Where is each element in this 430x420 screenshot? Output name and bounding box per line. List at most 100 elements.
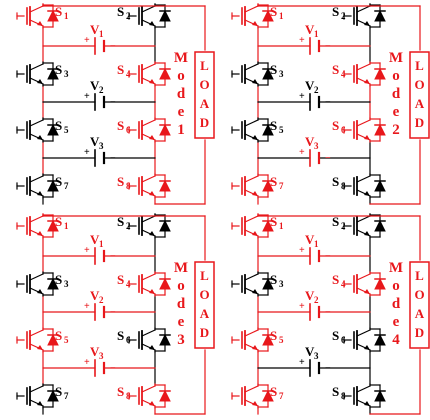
igbt-switch-s1 bbox=[231, 3, 274, 29]
switch-label-s3-letter: S bbox=[55, 272, 62, 287]
collector-leg bbox=[29, 385, 44, 393]
switch-label-s6-subscript: 6 bbox=[341, 335, 346, 345]
source-label-v3-subscript: 3 bbox=[99, 351, 104, 361]
switch-label-s5-subscript: 5 bbox=[64, 335, 69, 345]
mode-letter-0: M bbox=[389, 260, 403, 276]
switch-label-s4-subscript: 4 bbox=[341, 279, 346, 289]
diode-triangle bbox=[374, 277, 386, 290]
battery-plus-sign: + bbox=[84, 35, 90, 46]
load-letter-2: A bbox=[415, 306, 425, 321]
load-letter-0: L bbox=[415, 58, 424, 73]
load-letter-1: O bbox=[414, 77, 424, 92]
switch-label-s4-letter: S bbox=[332, 272, 339, 287]
switch-label-s4-subscript: 4 bbox=[341, 69, 346, 79]
diode-triangle bbox=[262, 179, 274, 192]
collector-leg bbox=[141, 215, 156, 223]
igbt-switch-s3 bbox=[231, 61, 274, 87]
emitter-arrow bbox=[149, 345, 155, 350]
switch-label-s8-letter: S bbox=[332, 384, 339, 399]
diode-triangle bbox=[159, 179, 171, 192]
load-letter-2: A bbox=[200, 306, 210, 321]
emitter-arrow bbox=[37, 191, 43, 196]
diode-triangle bbox=[47, 123, 59, 136]
collector-leg bbox=[356, 329, 371, 337]
igbt-switch-s7 bbox=[231, 383, 274, 409]
source-label-v2-letter: V bbox=[90, 78, 100, 93]
source-label-v3-subscript: 3 bbox=[99, 141, 104, 151]
collector-leg bbox=[29, 5, 44, 13]
diode-triangle bbox=[47, 219, 59, 232]
load-letter-3: D bbox=[415, 115, 424, 130]
switch-label-s6-letter: S bbox=[332, 118, 339, 133]
collector-leg bbox=[356, 385, 371, 393]
emitter-arrow bbox=[37, 21, 43, 26]
diode-triangle bbox=[374, 179, 386, 192]
switch-label-s4-subscript: 4 bbox=[126, 279, 131, 289]
emitter-arrow bbox=[37, 289, 43, 294]
emitter-arrow bbox=[252, 135, 258, 140]
collector-leg bbox=[356, 273, 371, 281]
collector-leg bbox=[356, 119, 371, 127]
collector-leg bbox=[244, 273, 259, 281]
battery-plus-sign: + bbox=[299, 147, 305, 158]
emitter-arrow bbox=[149, 79, 155, 84]
diode-triangle bbox=[374, 67, 386, 80]
mode-letter-2: d bbox=[177, 296, 186, 312]
diode-triangle bbox=[262, 67, 274, 80]
collector-leg bbox=[356, 5, 371, 13]
mode-letter-0: M bbox=[389, 50, 403, 66]
battery-plus-sign: + bbox=[299, 357, 305, 368]
source-label-v1-letter: V bbox=[90, 22, 100, 37]
mode-letter-2: d bbox=[392, 86, 401, 102]
switch-label-s5-letter: S bbox=[55, 118, 62, 133]
switch-label-s1-letter: S bbox=[55, 4, 62, 19]
switch-label-s7-letter: S bbox=[270, 174, 277, 189]
emitter-arrow bbox=[37, 401, 43, 406]
igbt-switch-s7 bbox=[231, 173, 274, 199]
igbt-switch-s6 bbox=[128, 327, 171, 353]
battery-minus-sign: − bbox=[110, 97, 116, 108]
battery-plus-sign: + bbox=[84, 245, 90, 256]
mode-letter-1: o bbox=[392, 278, 400, 294]
emitter-arrow bbox=[364, 21, 370, 26]
igbt-switch-s8 bbox=[128, 173, 171, 199]
igbt-switch-s6 bbox=[343, 117, 386, 143]
emitter-arrow bbox=[364, 135, 370, 140]
battery-minus-sign: − bbox=[325, 153, 331, 164]
source-label-v2-subscript: 2 bbox=[314, 295, 319, 305]
emitter-arrow bbox=[252, 21, 258, 26]
switch-label-s4-subscript: 4 bbox=[126, 69, 131, 79]
diode-triangle bbox=[374, 123, 386, 136]
igbt-switch-s2 bbox=[128, 213, 171, 239]
diode-triangle bbox=[159, 333, 171, 346]
emitter-arrow bbox=[37, 231, 43, 236]
emitter-arrow bbox=[252, 231, 258, 236]
collector-leg bbox=[356, 215, 371, 223]
battery-plus-sign: + bbox=[299, 91, 305, 102]
diode-triangle bbox=[47, 277, 59, 290]
battery-minus-sign: − bbox=[110, 153, 116, 164]
switch-label-s4-letter: S bbox=[332, 62, 339, 77]
igbt-switch-s6 bbox=[128, 117, 171, 143]
battery-minus-sign: − bbox=[110, 307, 116, 318]
diode-triangle bbox=[374, 9, 386, 22]
switch-label-s1-letter: S bbox=[270, 214, 277, 229]
mode-letter-1: o bbox=[177, 68, 185, 84]
switch-label-s2-letter: S bbox=[332, 214, 339, 229]
switch-label-s8-letter: S bbox=[332, 174, 339, 189]
battery-minus-sign: − bbox=[325, 97, 331, 108]
